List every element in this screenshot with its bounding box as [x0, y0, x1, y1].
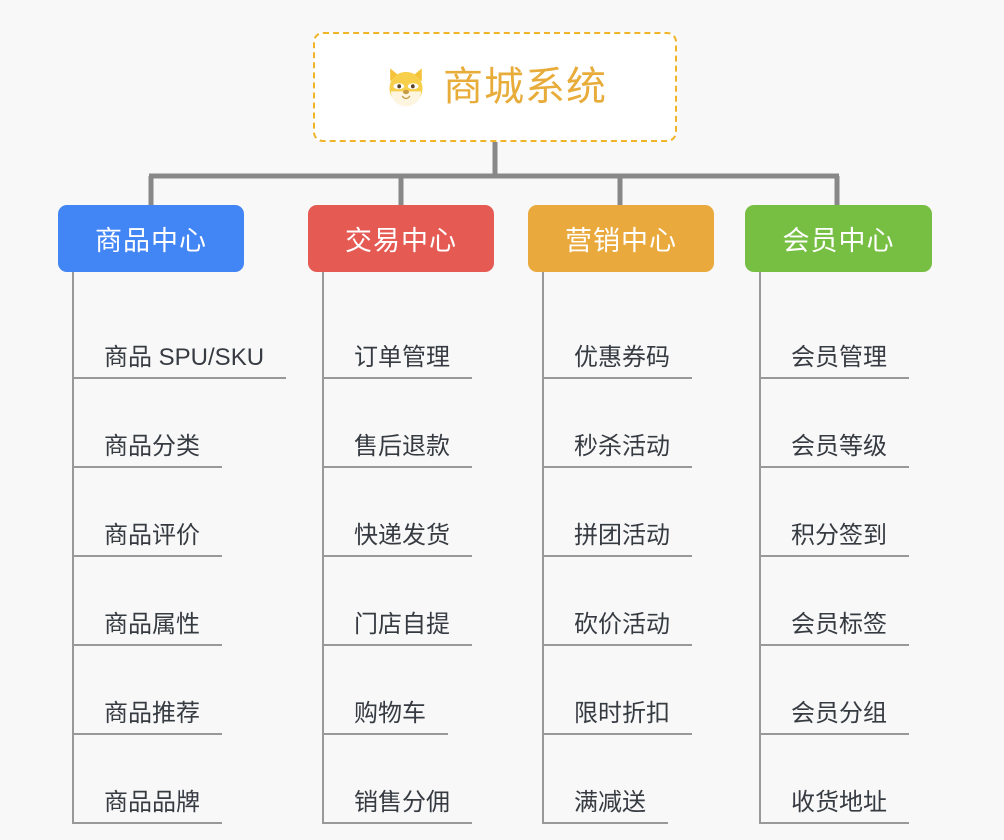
list-item-label: 门店自提: [322, 611, 472, 646]
list-item[interactable]: 商品品牌: [72, 735, 288, 824]
list-item[interactable]: 会员等级: [759, 379, 975, 468]
list-item-label: 砍价活动: [542, 611, 692, 646]
list-item[interactable]: 订单管理: [322, 290, 538, 379]
list-item[interactable]: 会员分组: [759, 646, 975, 735]
list-item[interactable]: 满减送: [542, 735, 758, 824]
branch-column-0: 商品中心 商品 SPU/SKU 商品分类 商品评价 商品属性 商品推荐: [58, 205, 288, 824]
list-item[interactable]: 会员管理: [759, 290, 975, 379]
branch-column-3: 会员中心 会员管理 会员等级 积分签到 会员标签 会员分组: [745, 205, 975, 824]
branch-column-2: 营销中心 优惠券码 秒杀活动 拼团活动 砍价活动 限时折扣: [528, 205, 758, 824]
list-item-label: 会员管理: [759, 344, 909, 379]
shiba-dog-icon: [389, 68, 423, 107]
branch-trunk-1: [322, 272, 324, 824]
list-item-label: 售后退款: [322, 433, 472, 468]
branch-trunk-0: [72, 272, 74, 824]
list-item[interactable]: 会员标签: [759, 557, 975, 646]
list-item[interactable]: 商品评价: [72, 468, 288, 557]
list-item-label: 拼团活动: [542, 522, 692, 557]
root-title: 商城系统: [443, 65, 607, 109]
list-item[interactable]: 限时折扣: [542, 646, 758, 735]
list-item-label: 商品 SPU/SKU: [72, 344, 287, 379]
list-item[interactable]: 商品推荐: [72, 646, 288, 735]
list-item-label: 商品分类: [72, 433, 222, 468]
branch-header-2[interactable]: 营销中心: [528, 205, 714, 272]
list-item[interactable]: 购物车: [322, 646, 538, 735]
list-item-label: 会员分组: [759, 700, 909, 735]
list-item-label: 满减送: [542, 789, 668, 824]
list-item[interactable]: 积分签到: [759, 468, 975, 557]
branch-column-1: 交易中心 订单管理 售后退款 快递发货 门店自提 购物车: [308, 205, 538, 824]
list-item[interactable]: 秒杀活动: [542, 379, 758, 468]
list-item[interactable]: 销售分佣: [322, 735, 538, 824]
branch-items-0: 商品 SPU/SKU 商品分类 商品评价 商品属性 商品推荐 商品品牌: [72, 272, 288, 824]
list-item-label: 购物车: [322, 700, 448, 735]
branch-items-3: 会员管理 会员等级 积分签到 会员标签 会员分组 收货地址: [759, 272, 975, 824]
list-item[interactable]: 优惠券码: [542, 290, 758, 379]
list-item[interactable]: 商品 SPU/SKU: [72, 290, 288, 379]
branch-items-2: 优惠券码 秒杀活动 拼团活动 砍价活动 限时折扣 满减送: [542, 272, 758, 824]
branch-header-1[interactable]: 交易中心: [308, 205, 494, 272]
branch-header-0[interactable]: 商品中心: [58, 205, 244, 272]
branch-columns: 商品中心 商品 SPU/SKU 商品分类 商品评价 商品属性 商品推荐: [0, 205, 1004, 840]
root-node[interactable]: 商城系统: [313, 32, 677, 142]
branch-header-3[interactable]: 会员中心: [745, 205, 932, 272]
list-item-label: 会员标签: [759, 611, 909, 646]
list-item-label: 限时折扣: [542, 700, 692, 735]
branch-items-1: 订单管理 售后退款 快递发货 门店自提 购物车 销售分佣: [322, 272, 538, 824]
list-item[interactable]: 门店自提: [322, 557, 538, 646]
branch-trunk-2: [542, 272, 544, 824]
list-item-label: 优惠券码: [542, 344, 692, 379]
list-item-label: 订单管理: [322, 344, 472, 379]
list-item-label: 快递发货: [322, 522, 472, 557]
list-item-label: 会员等级: [759, 433, 909, 468]
list-item[interactable]: 快递发货: [322, 468, 538, 557]
list-item[interactable]: 砍价活动: [542, 557, 758, 646]
list-item-label: 积分签到: [759, 522, 909, 557]
branch-trunk-3: [759, 272, 761, 824]
list-item-label: 秒杀活动: [542, 433, 692, 468]
list-item-label: 商品品牌: [72, 789, 222, 824]
list-item[interactable]: 拼团活动: [542, 468, 758, 557]
list-item-label: 销售分佣: [322, 789, 472, 824]
list-item-label: 商品推荐: [72, 700, 222, 735]
list-item[interactable]: 售后退款: [322, 379, 538, 468]
list-item-label: 收货地址: [759, 789, 909, 824]
list-item-label: 商品属性: [72, 611, 222, 646]
list-item[interactable]: 商品属性: [72, 557, 288, 646]
list-item[interactable]: 商品分类: [72, 379, 288, 468]
list-item-label: 商品评价: [72, 522, 222, 557]
list-item[interactable]: 收货地址: [759, 735, 975, 824]
